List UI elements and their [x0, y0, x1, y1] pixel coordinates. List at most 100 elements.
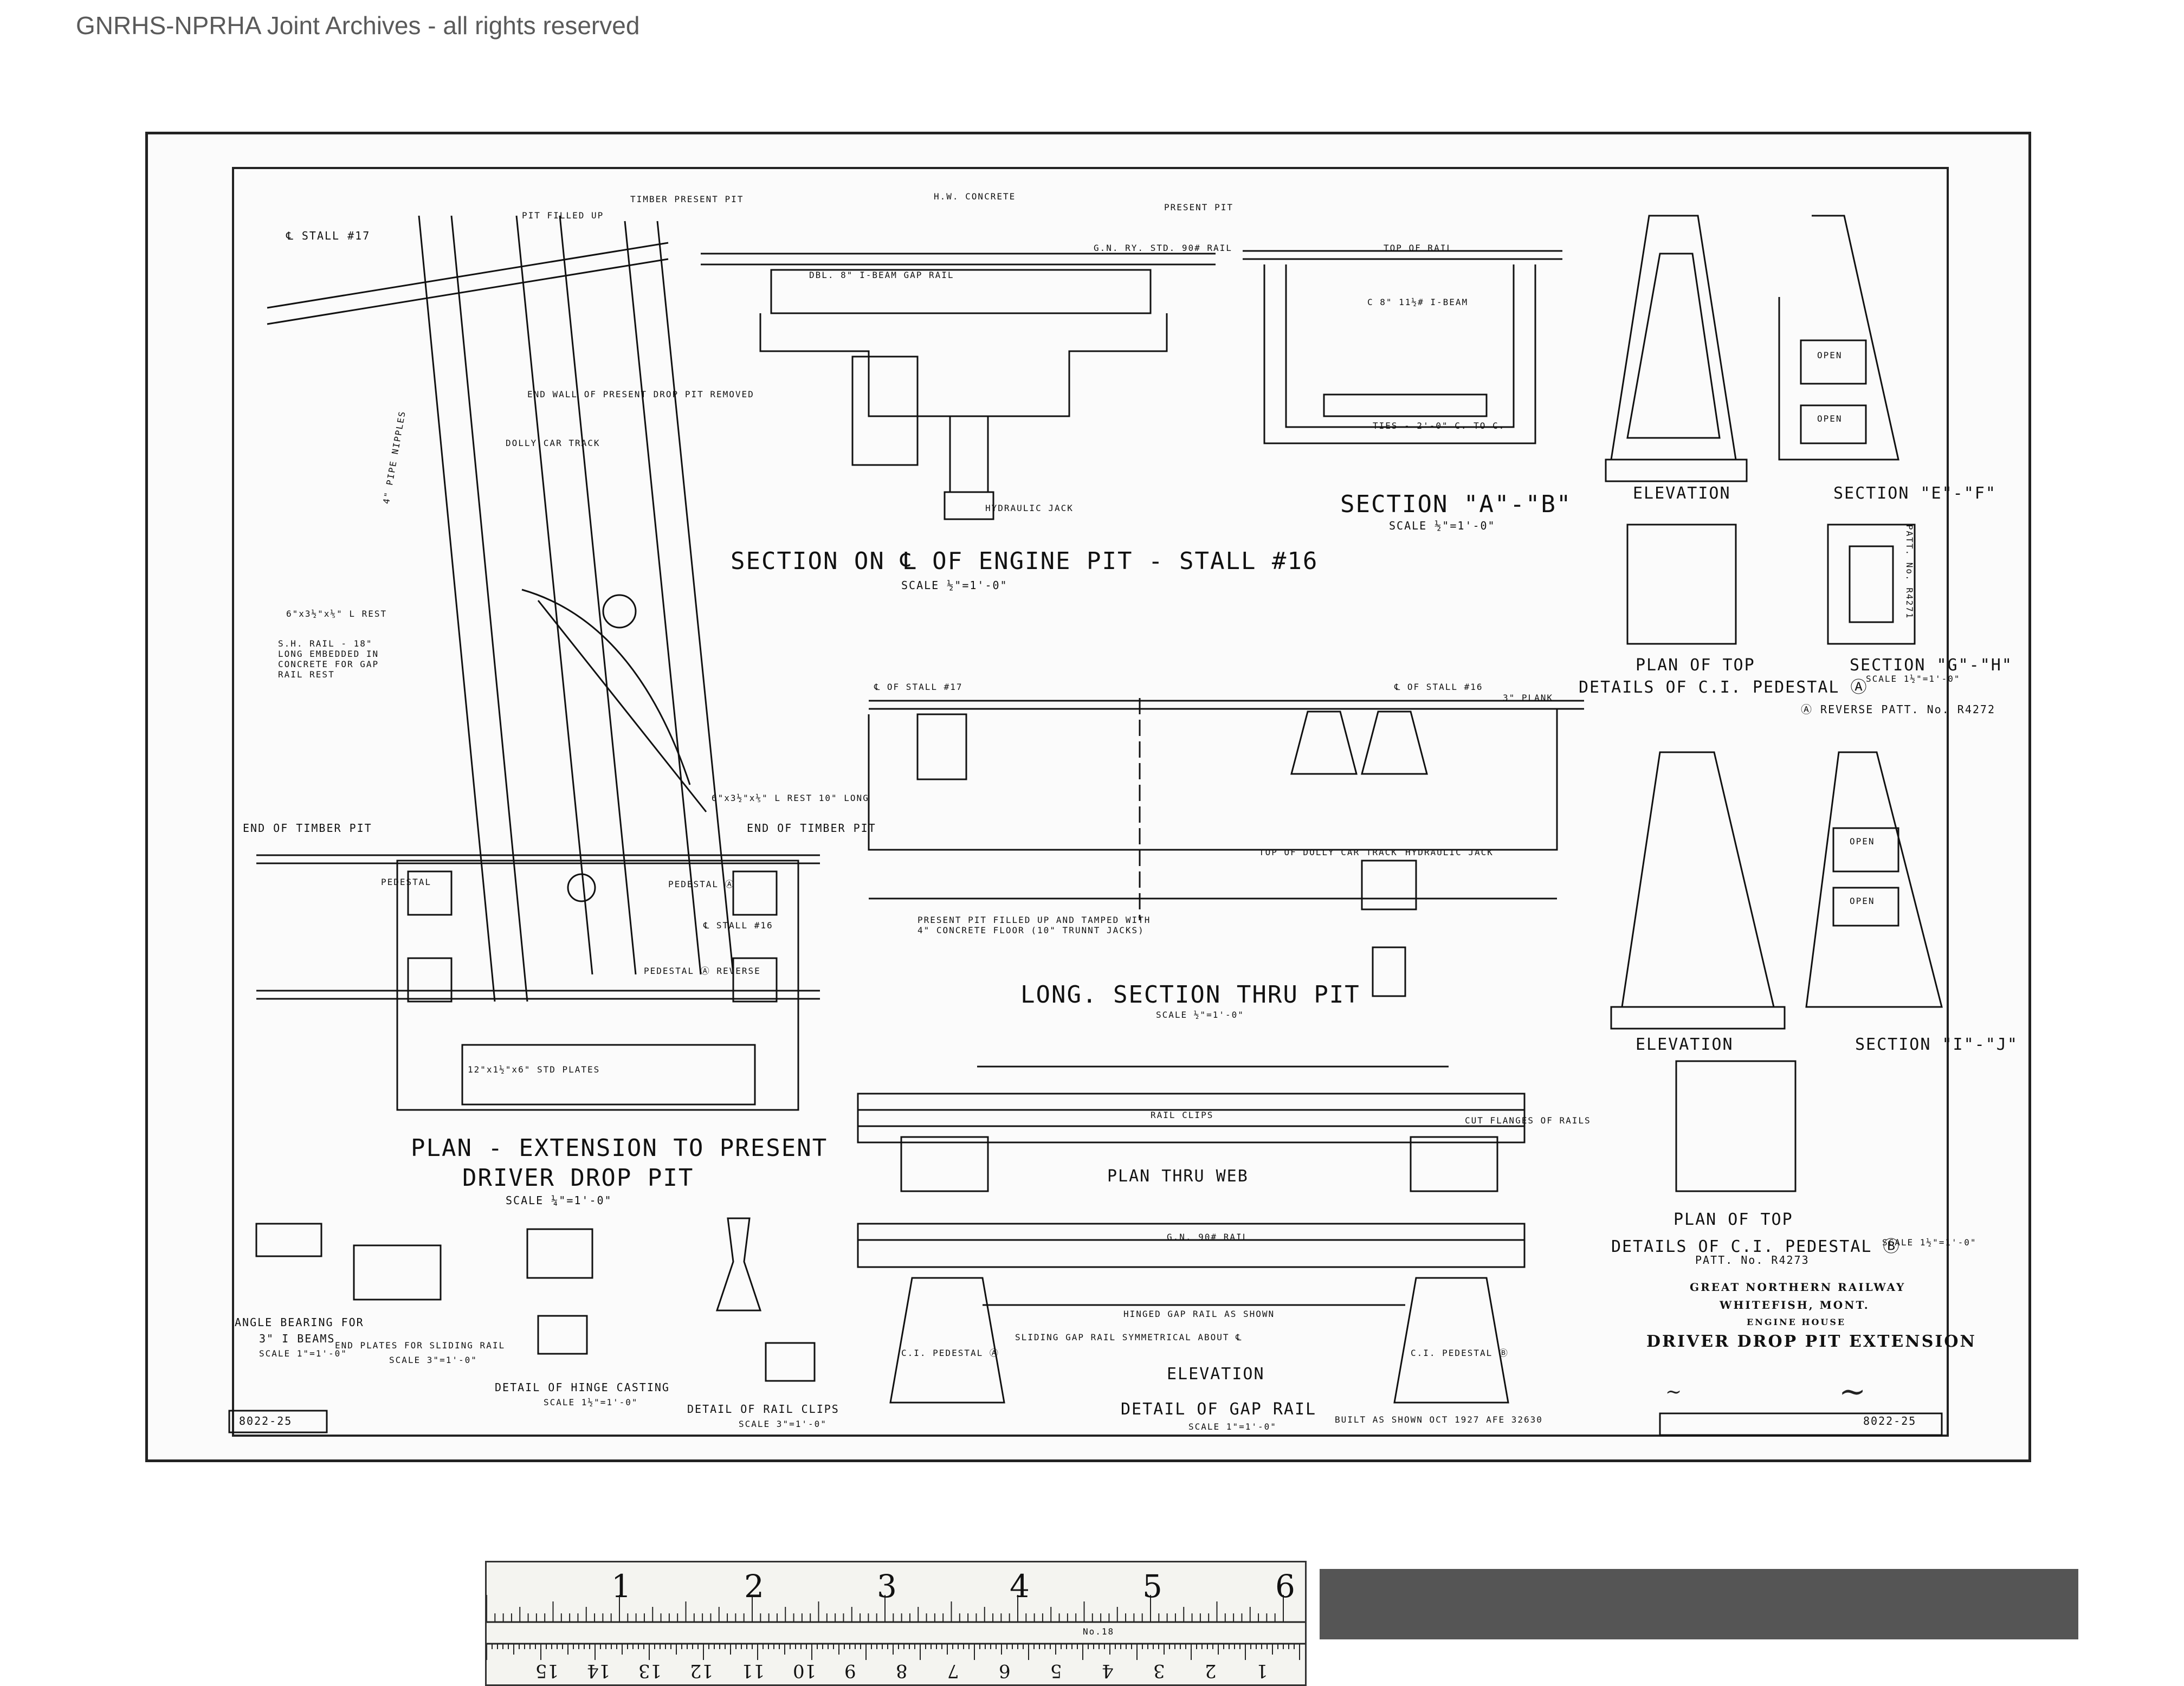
- section-gh-scale: SCALE 1½"=1'-0": [1866, 674, 1961, 684]
- elevation-a-label: ELEVATION: [1633, 484, 1731, 503]
- ruler-cm-number: 11: [741, 1660, 765, 1682]
- signature-2: ~: [1839, 1373, 1866, 1411]
- drawing-sheet: SECTION ON ℄ OF ENGINE PIT - STALL #16 S…: [145, 132, 2031, 1462]
- drawing-number-right: 8022-25: [1863, 1414, 1917, 1427]
- ruler-number-5: 5: [1142, 1568, 1162, 1605]
- angle-bearing-scale: SCALE 1"=1'-0": [259, 1348, 347, 1359]
- title-railway: GREAT NORTHERN RAILWAY: [1690, 1281, 1906, 1294]
- section-engine-pit-scale: SCALE ½"=1'-0": [901, 579, 1008, 592]
- angle-rest-callout: 6"x3½"x⅕" L REST: [286, 609, 387, 619]
- open-callout-3: OPEN: [1850, 836, 1875, 847]
- ruler-cm-number: 10: [793, 1660, 817, 1682]
- angle-bearing-label-1: ANGLE BEARING FOR: [235, 1316, 364, 1329]
- plank-callout: 3" PLANK: [1503, 693, 1554, 703]
- title-location: WHITEFISH, MONT.: [1720, 1299, 1870, 1312]
- cut-flanges-callout: CUT FLANGES OF RAILS: [1465, 1115, 1591, 1126]
- ruler-cm-number: 3: [1153, 1660, 1165, 1682]
- top-dolly-callout: TOP OF DOLLY CAR TRACK: [1259, 847, 1398, 857]
- built-note: BUILT AS SHOWN OCT 1927 AFE 32630: [1335, 1414, 1543, 1425]
- ibeam-ab-callout: C 8" 11½# I-BEAM: [1367, 297, 1469, 307]
- plan-extension-title-2: DRIVER DROP PIT: [462, 1164, 694, 1192]
- open-callout-1: OPEN: [1817, 350, 1843, 360]
- pedestal-a-reverse-callout: PEDESTAL Ⓐ REVERSE: [644, 966, 761, 976]
- hydraulic-jack-long-callout: HYDRAULIC JACK: [1405, 847, 1494, 857]
- ruler-number-3: 3: [877, 1568, 897, 1605]
- ruler-cm-number: 13: [638, 1660, 662, 1682]
- top-of-rail-callout: TOP OF RAIL: [1384, 243, 1453, 253]
- details-pedestal-b-label: DETAILS OF C.I. PEDESTAL Ⓑ: [1611, 1237, 1901, 1256]
- angle-bearing-label-2: 3" I BEAMS: [259, 1332, 335, 1345]
- ruler-cm-number: 1: [1256, 1660, 1268, 1682]
- elevation-gap-rail-label: ELEVATION: [1167, 1365, 1265, 1384]
- long-section-scale: SCALE ½"=1'-0": [1156, 1010, 1244, 1020]
- drawing-frame: [232, 167, 1949, 1437]
- ruler-number-2: 2: [744, 1568, 764, 1605]
- stall-16-plan-callout: ℄ STALL #16: [703, 920, 773, 931]
- ruler-number-1: 1: [611, 1568, 631, 1605]
- detail-gap-rail-title: DETAIL OF GAP RAIL: [1121, 1400, 1317, 1419]
- pedestal-a-callout: PEDESTAL Ⓐ: [668, 879, 735, 889]
- section-engine-pit-title: SECTION ON ℄ OF ENGINE PIT - STALL #16: [731, 547, 1319, 575]
- ties-callout: TIES - 2'-0" C. TO C.: [1373, 421, 1505, 431]
- patt-4271-label: PATT. No. R4271: [1904, 525, 1915, 619]
- end-plates-scale: SCALE 3"=1'-0": [389, 1355, 477, 1365]
- details-pedestal-b-scale: SCALE 1½"=1'-0": [1882, 1237, 1977, 1248]
- long-section-title: LONG. SECTION THRU PIT: [1020, 981, 1360, 1009]
- stall-17-callout: ℄ STALL #17: [286, 229, 371, 242]
- ruler-cm-number: 6: [999, 1660, 1011, 1682]
- ruler-cm-number: 8: [896, 1660, 908, 1682]
- drawing-linework: [228, 215, 1943, 1436]
- ruler-cm-number: 5: [1050, 1660, 1062, 1682]
- end-plates-label: END PLATES FOR SLIDING RAIL: [335, 1340, 506, 1351]
- gn-rail-callout: G.N. RY. STD. 90# RAIL: [1094, 243, 1232, 253]
- pedestal-left-callout: PEDESTAL: [381, 877, 432, 887]
- hinge-casting-label: DETAIL OF HINGE CASTING: [495, 1381, 670, 1394]
- plan-thru-web-title: PLAN THRU WEB: [1107, 1167, 1249, 1186]
- gn-90-rail-callout: G.N. 90# RAIL: [1167, 1232, 1249, 1242]
- drawing-title: DRIVER DROP PIT EXTENSION: [1646, 1332, 1976, 1351]
- hw-concrete-callout: H.W. CONCRETE: [934, 191, 1016, 202]
- elevation-b-label: ELEVATION: [1636, 1035, 1734, 1054]
- ruler-cm-number: 15: [535, 1660, 559, 1682]
- ruler-ticks: [487, 1595, 1305, 1660]
- hydraulic-jack-callout: HYDRAULIC JACK: [985, 503, 1074, 513]
- detail-gap-rail-scale: SCALE 1"=1'-0": [1188, 1422, 1277, 1432]
- signature-1: ~: [1665, 1381, 1682, 1403]
- ruler-cm-number: 2: [1205, 1660, 1217, 1682]
- ruler-cm-number: 7: [947, 1660, 959, 1682]
- timber-present-pit-callout: TIMBER PRESENT PIT: [630, 194, 744, 204]
- stall-16-long-callout: ℄ OF STALL #16: [1394, 682, 1483, 692]
- present-pit-callout: PRESENT PIT: [1164, 202, 1233, 212]
- angle-rest-long-callout: 6"x3½"x⅕" L REST 10" LONG: [712, 793, 869, 803]
- patt-4273-label: PATT. No. R4273: [1695, 1254, 1810, 1267]
- rail-clips-callout: RAIL CLIPS: [1151, 1110, 1214, 1120]
- ruler-maker-label: No.18: [1083, 1626, 1115, 1637]
- ruler-cm-number: 4: [1102, 1660, 1114, 1682]
- present-pit-filled-callout: PRESENT PIT FILLED UP AND TAMPED WITH 4"…: [917, 915, 1151, 935]
- plan-extension-scale: SCALE ¼"=1'-0": [506, 1194, 612, 1207]
- ruler-number-4: 4: [1010, 1568, 1030, 1605]
- end-of-timber-pit-left: END OF TIMBER PIT: [243, 822, 372, 835]
- drawing-number-left: 8022-25: [239, 1414, 293, 1427]
- plan-of-top-b-label: PLAN OF TOP: [1673, 1210, 1793, 1229]
- ruler-cm-number: 12: [690, 1660, 714, 1682]
- ruler-number-6: 6: [1275, 1568, 1295, 1605]
- plan-extension-title-1: PLAN - EXTENSION TO PRESENT: [411, 1134, 828, 1162]
- hinged-gap-rail-callout: HINGED GAP RAIL AS SHOWN: [1123, 1309, 1275, 1319]
- plates-callout: 12"x1½"x6" STD PLATES: [468, 1064, 600, 1075]
- ruler-cm-number: 14: [587, 1660, 611, 1682]
- title-building: ENGINE HOUSE: [1747, 1317, 1846, 1327]
- open-callout-4: OPEN: [1850, 896, 1875, 906]
- section-ef-label: SECTION "E"-"F": [1833, 484, 1996, 503]
- dolly-car-track-callout: DOLLY CAR TRACK: [506, 438, 600, 448]
- ruler-cm-number: 9: [844, 1660, 856, 1682]
- ci-pedestal-left-callout: C.I. PEDESTAL Ⓐ: [901, 1348, 999, 1358]
- sliding-gap-rail-callout: SLIDING GAP RAIL SYMMETRICAL ABOUT ℄: [1015, 1332, 1243, 1342]
- section-ab-title: SECTION "A"-"B": [1340, 490, 1572, 518]
- end-of-timber-pit-right: END OF TIMBER PIT: [747, 822, 876, 835]
- reverse-patt-label: Ⓐ REVERSE PATT. No. R4272: [1801, 703, 1995, 716]
- section-gh-label: SECTION "G"-"H": [1850, 656, 2013, 675]
- hinge-casting-scale: SCALE 1½"=1'-0": [544, 1397, 638, 1407]
- scan-edge-strip: [1320, 1569, 2078, 1639]
- plan-of-top-a-label: PLAN OF TOP: [1636, 656, 1755, 675]
